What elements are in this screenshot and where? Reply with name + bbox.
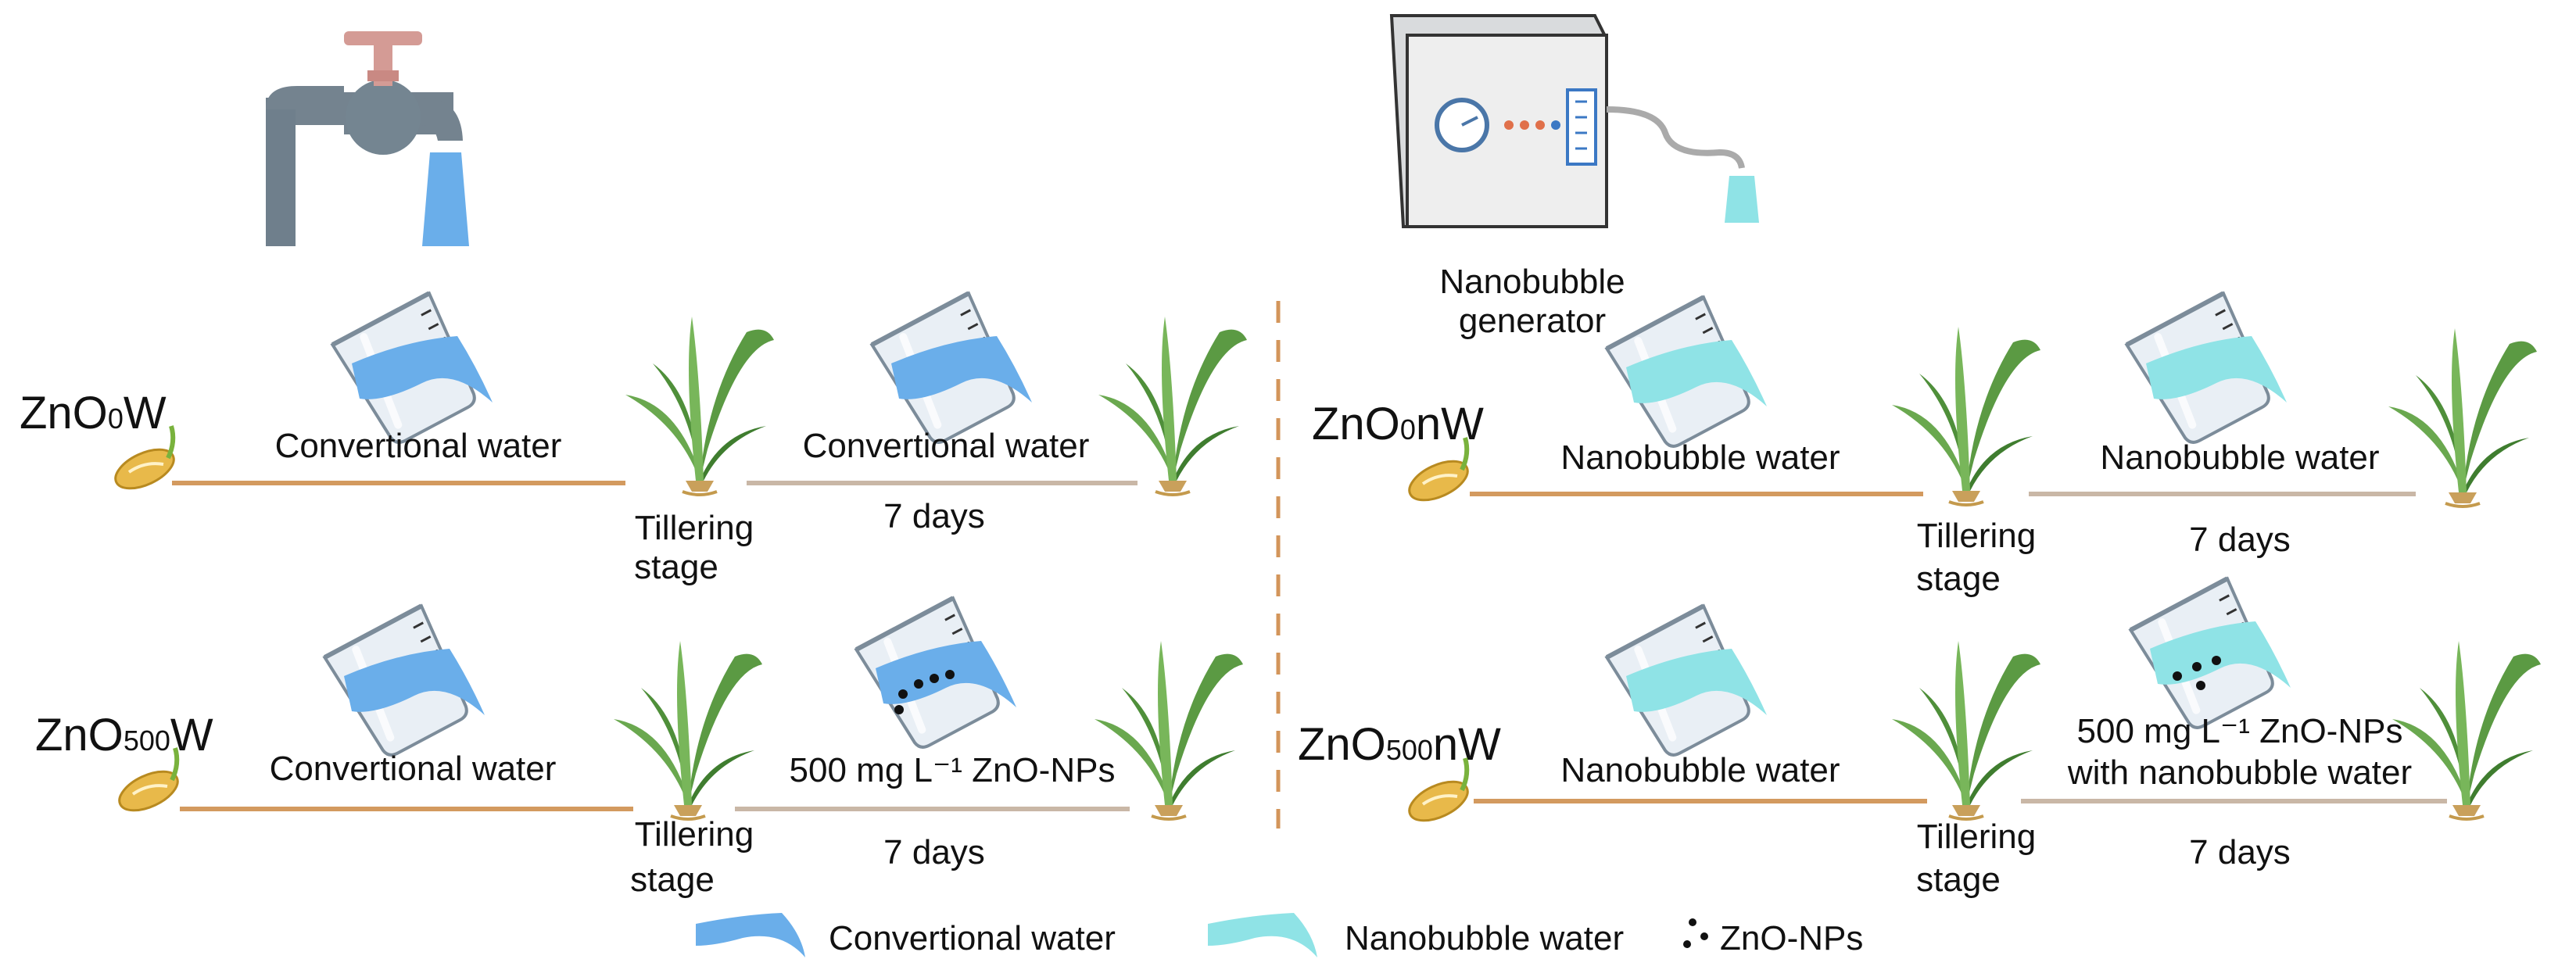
duration-label: 7 days [883, 833, 985, 871]
stage2-treatment-label: 500 mg L⁻¹ ZnO-NPs [2077, 712, 2403, 750]
stage-label: stage [634, 548, 718, 586]
water-tap-icon [266, 31, 469, 246]
stage-label: stage [1916, 560, 2001, 598]
pouring-beaker-icon [2126, 293, 2287, 449]
duration-label: 7 days [883, 497, 985, 535]
nanobubble-generator-icon [1389, 14, 1759, 228]
rice-plant-icon [1097, 315, 1249, 496]
row-zno500w: ZnO500W Convertional water Tillering sta… [35, 598, 1245, 899]
pouring-beaker-icon [1607, 297, 1767, 453]
pouring-beaker-icon [1607, 606, 1767, 762]
generator-label-line2: generator [1459, 302, 1606, 340]
treatment-label: ZnO0W [20, 388, 167, 438]
legend-nps-label: ZnO-NPs [1720, 919, 1863, 957]
legend-nanobubble-label: Nanobubble water [1345, 919, 1624, 957]
generator-label-line1: Nanobubble [1439, 263, 1625, 301]
pouring-beaker-icon [856, 598, 1016, 754]
treatment-label: ZnO500nW [1298, 719, 1501, 770]
legend: Convertional water Nanobubble water ZnO-… [696, 913, 1863, 957]
treatment-label: ZnO500W [35, 710, 213, 760]
rice-plant-icon [624, 315, 776, 496]
stage1-water-label: Nanobubble water [1560, 751, 1840, 789]
pouring-beaker-icon [324, 606, 485, 762]
rice-plant-icon [1890, 639, 2042, 821]
legend-conventional-label: Convertional water [829, 919, 1116, 957]
stage2-treatment-label-line2: with nanobubble water [2067, 753, 2412, 792]
tillering-label: Tillering [1917, 818, 2036, 856]
row-zno0w: ZnO0W Convertional water Tillering stage… [20, 293, 1249, 586]
rice-plant-icon [612, 639, 764, 821]
stage1-water-label: Convertional water [270, 750, 557, 788]
duration-label: 7 days [2189, 833, 2291, 871]
rice-plant-icon [2391, 639, 2542, 821]
nanobubble-water-swatch-icon [1208, 913, 1317, 957]
stage2-treatment-label: Nanobubble water [2100, 438, 2379, 477]
stage1-water-label: Convertional water [275, 427, 562, 465]
treatment-label: ZnO0nW [1312, 399, 1484, 449]
stage2-treatment-label: 500 mg L⁻¹ ZnO-NPs [790, 751, 1116, 789]
conventional-water-swatch-icon [696, 913, 805, 957]
zno-nanoparticle-dots-icon [894, 670, 955, 714]
stage-label: stage [630, 861, 715, 899]
rice-plant-icon [1890, 325, 2042, 506]
rice-plant-icon [1093, 639, 1245, 821]
row-zno0nw: ZnO0nW Nanobubble water Tillering stage … [1312, 293, 2538, 598]
tillering-label: Tillering [635, 509, 754, 547]
tillering-label: Tillering [635, 815, 754, 854]
zno-nanoparticle-dots-icon [1683, 918, 1708, 948]
row-zno500nw: ZnO500nW Nanobubble water Tillering stag… [1298, 578, 2542, 899]
pouring-beaker-icon [332, 293, 493, 449]
pouring-beaker-icon [872, 293, 1032, 449]
duration-label: 7 days [2189, 521, 2291, 559]
stage1-water-label: Nanobubble water [1560, 438, 1840, 477]
stage2-treatment-label: Convertional water [803, 427, 1090, 465]
tillering-label: Tillering [1917, 517, 2036, 555]
rice-plant-icon [2387, 327, 2538, 508]
zno-nanoparticle-dots-icon [2173, 656, 2221, 690]
pouring-beaker-icon [2130, 578, 2291, 735]
stage-label: stage [1916, 861, 2001, 899]
